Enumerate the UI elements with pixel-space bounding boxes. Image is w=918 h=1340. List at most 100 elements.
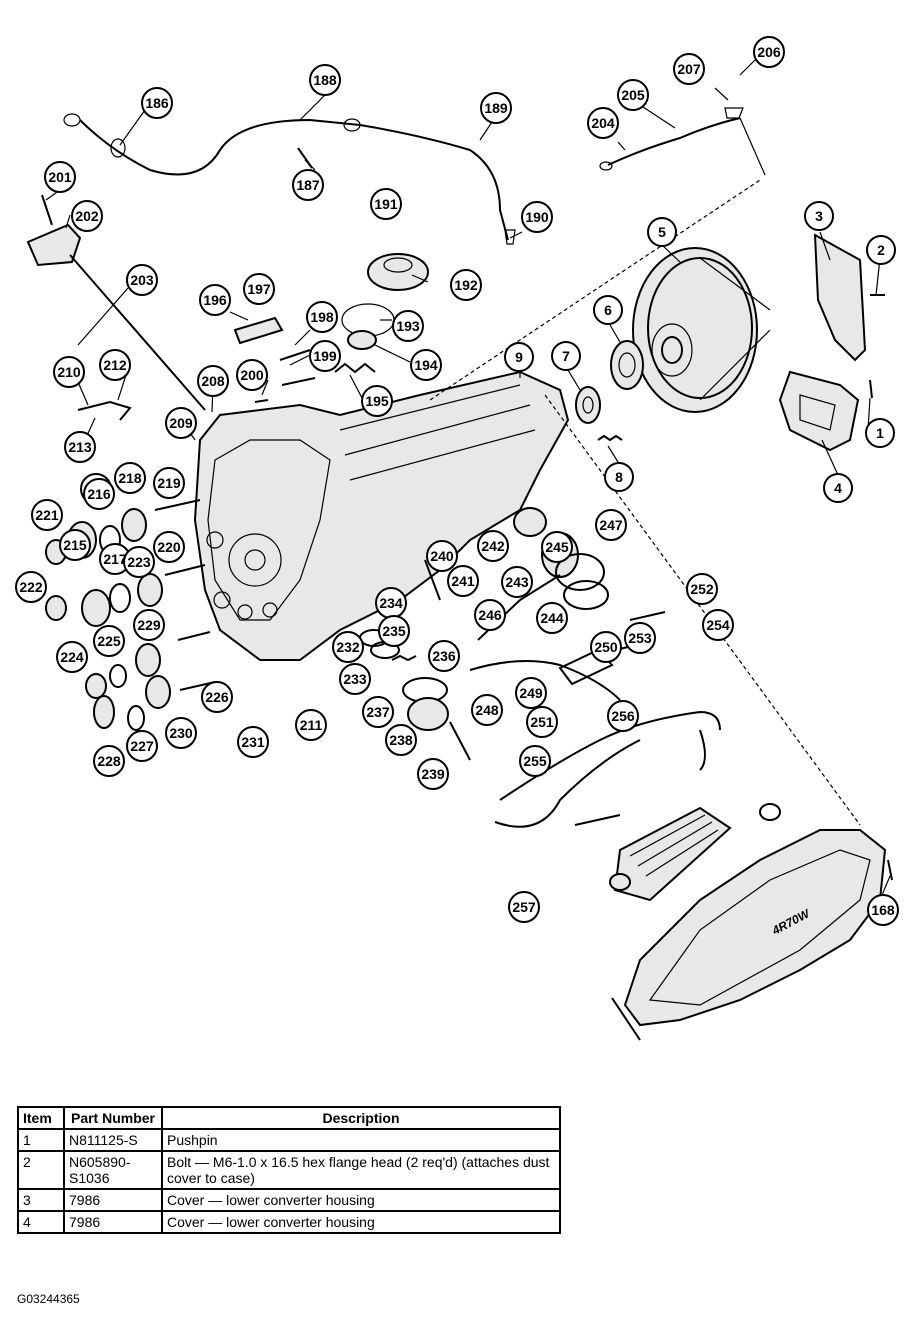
callout-206: 206 (753, 36, 785, 68)
callout-6: 6 (593, 295, 623, 325)
callout-bubble (114, 462, 146, 494)
callout-234: 234 (375, 587, 407, 619)
callout-bubble (153, 467, 185, 499)
valve-body-pins (77, 316, 316, 421)
callout-group: 1234567891681861871881891901911921931941… (15, 36, 899, 926)
callout-label: 239 (421, 766, 445, 782)
callout-249: 249 (515, 677, 547, 709)
callout-bubble (410, 349, 442, 381)
callout-label: 191 (374, 196, 398, 212)
header-description: Description (161, 1106, 561, 1130)
callout-bubble (593, 295, 623, 325)
callout-187: 187 (292, 169, 324, 201)
callout-bubble (165, 717, 197, 749)
callout-bubble (551, 341, 581, 371)
callout-199: 199 (309, 340, 341, 372)
callout-label: 219 (157, 475, 181, 491)
callout-190: 190 (521, 201, 553, 233)
callout-232: 232 (332, 631, 364, 663)
callout-label: 212 (103, 357, 127, 373)
callout-label: 251 (530, 714, 554, 730)
callout-bubble (521, 201, 553, 233)
callout-bubble (53, 356, 85, 388)
callout-label: 245 (545, 539, 569, 555)
callout-bubble (361, 385, 393, 417)
callout-label: 255 (523, 753, 547, 769)
callout-bubble (199, 284, 231, 316)
callout-bubble (56, 641, 88, 673)
callout-label: 217 (103, 551, 127, 567)
callout-label: 5 (658, 224, 666, 240)
callout-bubble (237, 726, 269, 758)
callout-label: 226 (205, 689, 229, 705)
callout-label: 3 (815, 208, 823, 224)
callout-label: 235 (382, 623, 406, 639)
callout-bubble (339, 663, 371, 695)
callout-bubble (604, 462, 634, 492)
callout-bubble (64, 431, 96, 463)
callout-bubble (501, 566, 533, 598)
callout-196: 196 (199, 284, 231, 316)
callout-bubble (126, 264, 158, 296)
callout-bubble (673, 53, 705, 85)
callout-208: 208 (197, 365, 229, 397)
callout-bubble (201, 681, 233, 713)
callout-label: 195 (365, 393, 389, 409)
dipstick-tube (63, 113, 516, 245)
callout-210: 210 (53, 356, 85, 388)
callout-label: 221 (35, 507, 59, 523)
callout-bubble (417, 758, 449, 790)
callout-8: 8 (604, 462, 634, 492)
callout-label: 222 (19, 579, 43, 595)
callout-label: 249 (519, 685, 543, 701)
callout-bubble (617, 79, 649, 111)
callout-label: 188 (313, 72, 337, 88)
callout-label: 252 (690, 581, 714, 597)
callout-bubble (236, 359, 268, 391)
part-number-cell: N811125-S (63, 1128, 163, 1152)
dust-cover-lower (778, 370, 860, 452)
callout-bubble (536, 602, 568, 634)
exploded-parts-diagram: 4R70W (15, 36, 899, 1041)
transmission-case (193, 370, 570, 661)
callout-label: 203 (130, 272, 154, 288)
callout-bubble (309, 340, 341, 372)
callout-204: 204 (587, 107, 619, 139)
callout-9: 9 (504, 342, 534, 372)
callout-213: 213 (64, 431, 96, 463)
callout-label: 254 (706, 617, 730, 633)
callout-label: 202 (75, 208, 99, 224)
callout-bubble (385, 724, 417, 756)
callout-254: 254 (702, 609, 734, 641)
callout-bubble (865, 418, 895, 448)
callout-bubble (392, 310, 424, 342)
callout-7: 7 (551, 341, 581, 371)
callout-label: 209 (169, 415, 193, 431)
callout-bubble (474, 599, 506, 631)
callout-label: 206 (757, 44, 781, 60)
callout-245: 245 (541, 531, 573, 563)
callout-label: 242 (481, 538, 505, 554)
leader-lines (45, 59, 891, 901)
callout-bubble (309, 64, 341, 96)
callout-229: 229 (133, 609, 165, 641)
callout-215: 215 (59, 529, 91, 561)
callout-bubble (44, 161, 76, 193)
part-number-cell: 7986 (63, 1188, 163, 1212)
callout-label: 233 (343, 671, 367, 687)
dust-cover-upper (813, 233, 867, 362)
callout-bubble (71, 200, 103, 232)
callout-bubble (607, 700, 639, 732)
callout-bubble (595, 509, 627, 541)
callout-235: 235 (378, 615, 410, 647)
servo-cover (334, 253, 429, 374)
callout-bubble (370, 188, 402, 220)
callout-label: 244 (540, 610, 564, 626)
callout-256: 256 (607, 700, 639, 732)
item-cell: 2 (17, 1150, 65, 1190)
part-number-cell: 7986 (63, 1210, 163, 1234)
pushpin (869, 379, 873, 399)
header-item: Item (17, 1106, 65, 1130)
callout-233: 233 (339, 663, 371, 695)
callout-label: 199 (313, 348, 337, 364)
